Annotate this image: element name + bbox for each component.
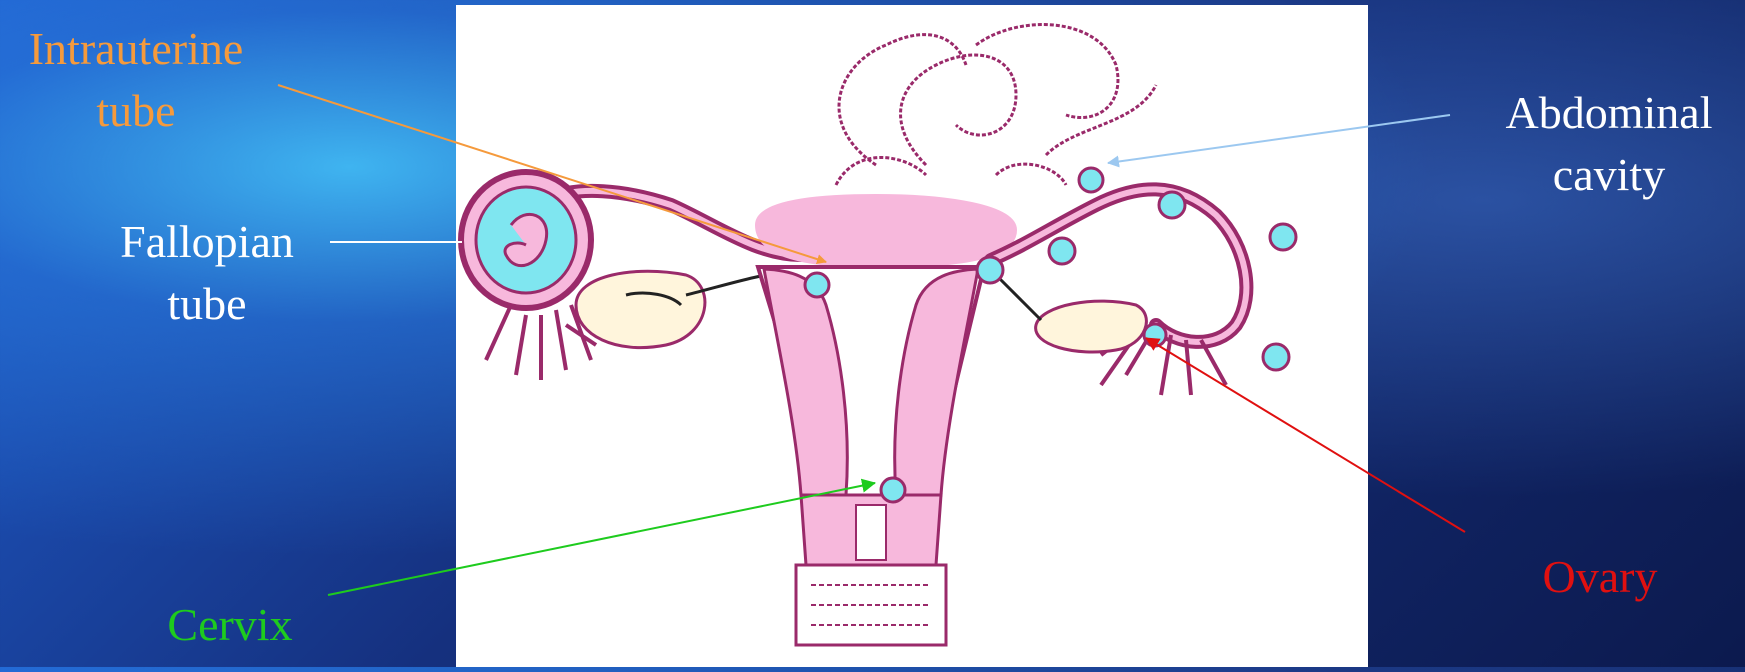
intrauterine-tube-callout: [278, 85, 826, 262]
cervix-callout: [328, 483, 875, 595]
fallopian-tube-label: Fallopian tube: [92, 211, 322, 335]
abdominal-cavity-callout: [1108, 115, 1450, 163]
ovary-label: Ovary: [1500, 546, 1700, 608]
cervix-label: Cervix: [140, 594, 320, 656]
ovary-callout: [1146, 338, 1465, 532]
abdominal-cavity-label: Abdominal cavity: [1476, 82, 1742, 206]
intrauterine-tube-label: Intrauterine tube: [6, 18, 266, 142]
